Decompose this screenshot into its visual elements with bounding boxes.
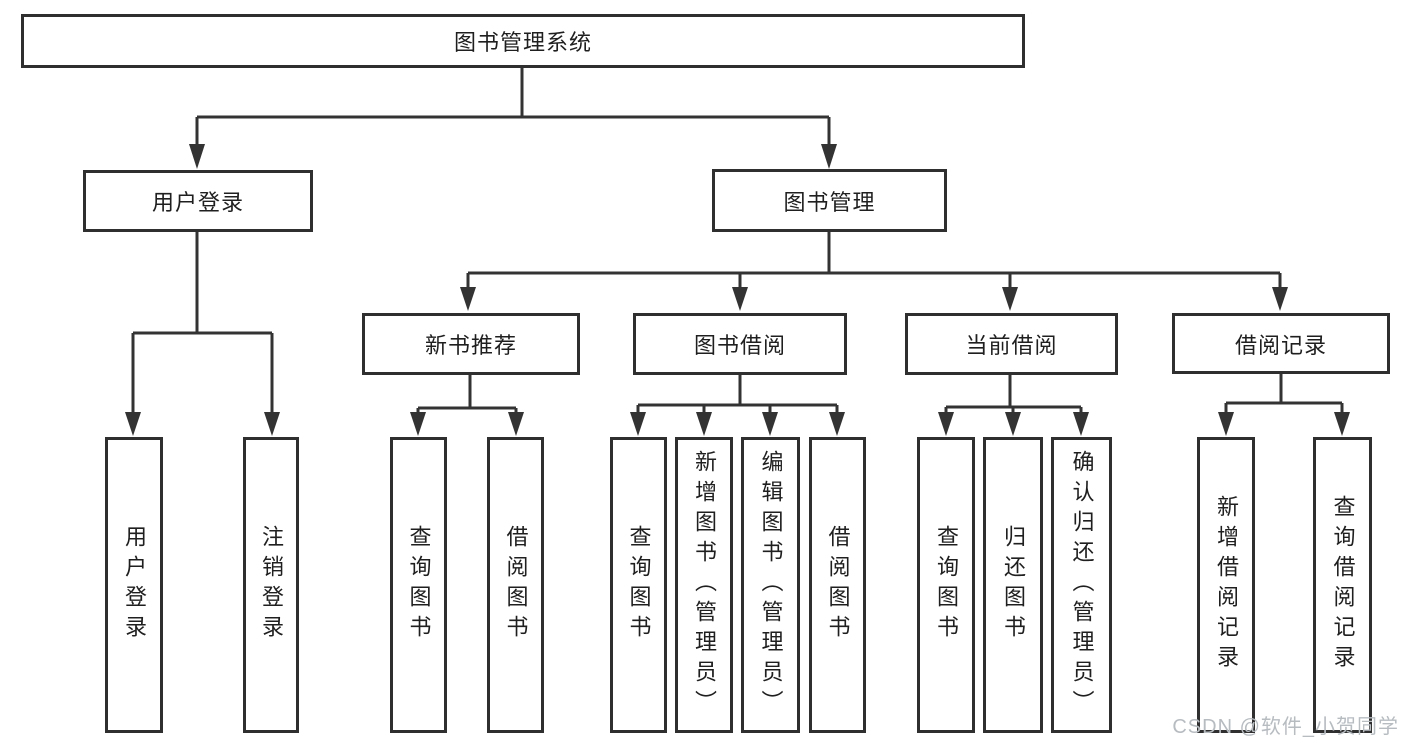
node-user-login: 用户登录 xyxy=(83,170,313,232)
leaf-label: 查询图书 xyxy=(626,525,652,645)
leaf-borrow-book-2: 借阅图书 xyxy=(809,437,866,733)
leaf-logout: 注销登录 xyxy=(243,437,299,733)
leaf-label: 借阅图书 xyxy=(503,525,529,645)
leaf-label: 归还图书 xyxy=(1001,525,1026,645)
leaf-label: 注销登录 xyxy=(259,525,284,645)
node-current-borrow: 当前借阅 xyxy=(905,313,1118,375)
leaf-query-book-2: 查询图书 xyxy=(610,437,667,733)
leaf-label: 借阅图书 xyxy=(825,525,851,645)
leaf-query-borrow-record: 查询借阅记录 xyxy=(1313,437,1372,733)
leaf-add-book-admin: 新增图书（管理员） xyxy=(675,437,733,733)
leaf-query-book-1: 查询图书 xyxy=(390,437,447,733)
leaf-edit-book-admin: 编辑图书（管理员） xyxy=(741,437,800,733)
leaf-label: 新增借阅记录 xyxy=(1214,495,1239,675)
leaf-label: 查询图书 xyxy=(406,525,432,645)
leaf-label: 查询图书 xyxy=(934,525,959,645)
node-root-system: 图书管理系统 xyxy=(21,14,1025,68)
leaf-confirm-return-admin: 确认归还（管理员） xyxy=(1051,437,1112,733)
leaf-query-book-3: 查询图书 xyxy=(917,437,975,733)
leaf-user-login: 用户登录 xyxy=(105,437,163,733)
leaf-label: 确认归还（管理员） xyxy=(1069,450,1095,720)
leaf-label: 新增图书（管理员） xyxy=(692,450,717,720)
leaf-label: 查询借阅记录 xyxy=(1330,495,1356,675)
leaf-add-borrow-record: 新增借阅记录 xyxy=(1197,437,1255,733)
node-borrow-records: 借阅记录 xyxy=(1172,313,1390,374)
node-new-book-recommend: 新书推荐 xyxy=(362,313,580,375)
watermark: CSDN @软件_小贺同学 xyxy=(1172,716,1399,738)
node-book-management: 图书管理 xyxy=(712,169,947,232)
leaf-label: 用户登录 xyxy=(122,525,147,645)
leaf-borrow-book-1: 借阅图书 xyxy=(487,437,544,733)
leaf-label: 编辑图书（管理员） xyxy=(758,450,784,720)
leaf-return-book: 归还图书 xyxy=(983,437,1043,733)
arrowheads xyxy=(125,144,1350,436)
node-book-borrow: 图书借阅 xyxy=(633,313,847,375)
